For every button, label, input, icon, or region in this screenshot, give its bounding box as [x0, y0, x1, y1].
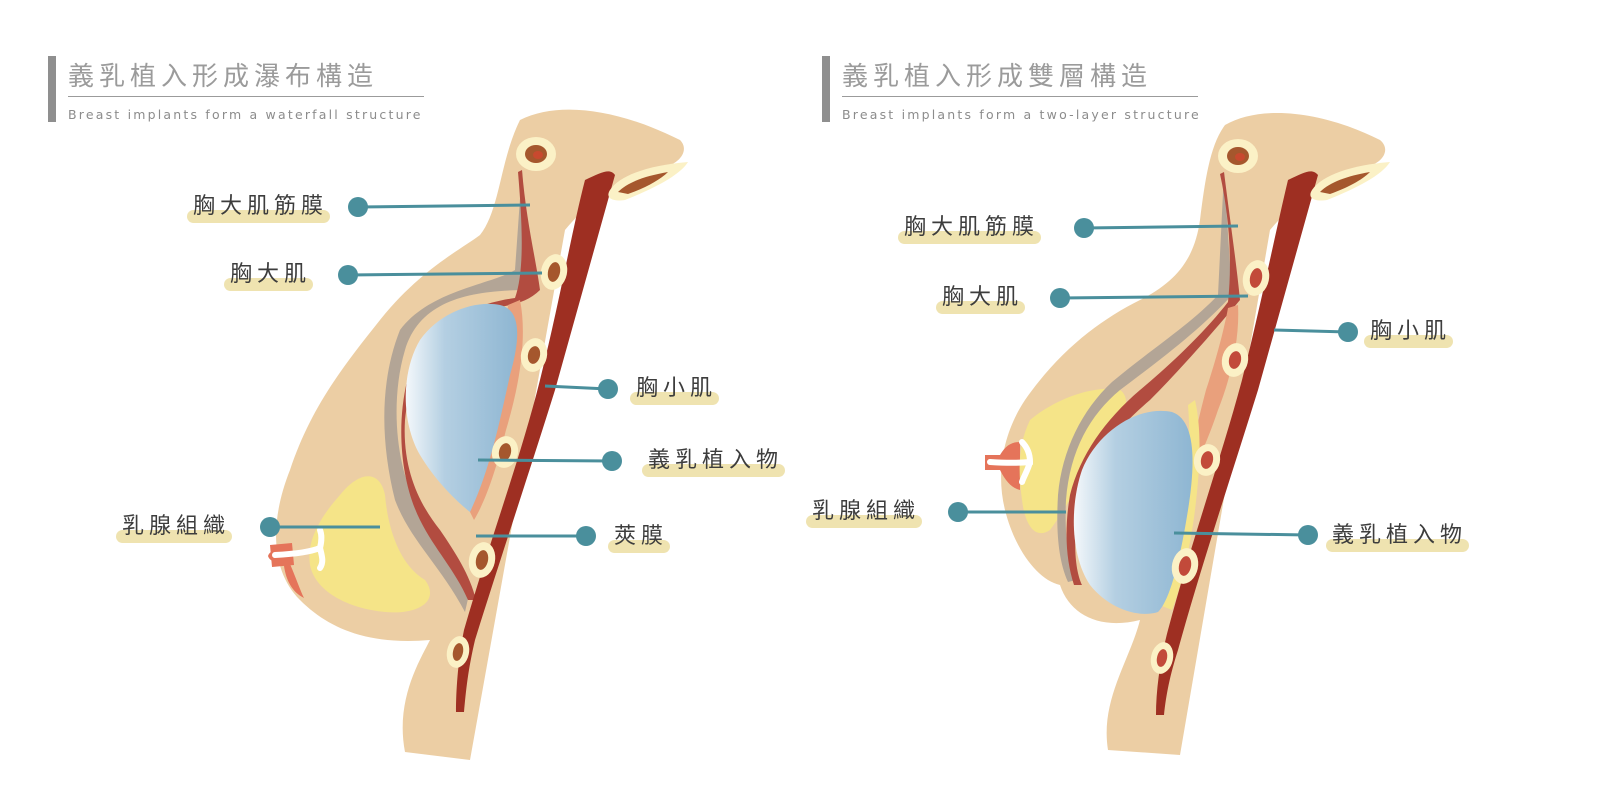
label-pec-fascia: 胸大肌筋膜 — [898, 215, 1042, 244]
rib-marrow — [452, 262, 561, 661]
two-layer-anatomy-illustration — [948, 113, 1390, 755]
label-implant: 義乳植入物 — [1326, 523, 1470, 552]
scapula-marrow — [1320, 172, 1370, 194]
clavicle-core — [1235, 153, 1245, 161]
panel-title-zh: 義乳植入形成雙層構造 — [842, 62, 1153, 92]
label-text: 胸大肌筋膜 — [904, 215, 1040, 240]
waterfall-anatomy-illustration — [260, 109, 688, 760]
nipple — [985, 442, 1020, 490]
rib-marrow — [1156, 268, 1263, 667]
title-accent-bar — [822, 56, 830, 122]
label-pec-fascia: 胸大肌筋膜 — [187, 194, 331, 223]
label-text: 乳腺組織 — [812, 499, 921, 524]
implant — [1073, 410, 1193, 614]
title-divider — [68, 96, 424, 97]
clavicle-core — [533, 151, 543, 159]
label-text: 胸大肌筋膜 — [193, 194, 329, 219]
milk-duct — [272, 527, 326, 571]
panel-title-zh: 義乳植入形成瀑布構造 — [68, 62, 379, 92]
label-gland: 乳腺組織 — [806, 499, 923, 528]
milk-duct — [987, 439, 1034, 485]
label-pec-minor: 胸小肌 — [630, 376, 720, 405]
label-capsule: 莢膜 — [608, 524, 671, 553]
panel-title-en: Breast implants form a waterfall structu… — [68, 107, 423, 122]
label-text: 莢膜 — [614, 524, 669, 549]
label-pec-minor: 胸小肌 — [1364, 319, 1454, 348]
label-text: 胸小肌 — [636, 376, 718, 401]
gland-tissue — [309, 476, 431, 613]
label-pec-major: 胸大肌 — [224, 262, 314, 291]
two-layer-panel: 義乳植入形成雙層構造 Breast implants form a two-la… — [800, 0, 1600, 800]
label-text: 胸大肌 — [942, 285, 1024, 310]
title-divider — [842, 96, 1198, 97]
pointer-lines — [260, 197, 622, 546]
label-pec-major: 胸大肌 — [936, 285, 1026, 314]
pointer-lines — [948, 218, 1358, 545]
label-implant: 義乳植入物 — [642, 448, 786, 477]
label-text: 乳腺組織 — [122, 514, 231, 539]
label-text: 胸小肌 — [1370, 319, 1452, 344]
label-text: 胸大肌 — [230, 262, 312, 287]
label-gland: 乳腺組織 — [116, 514, 233, 543]
scapula-marrow — [618, 172, 668, 194]
title-accent-bar — [48, 56, 56, 122]
label-text: 義乳植入物 — [648, 448, 784, 473]
chest-wall-muscle — [1156, 171, 1318, 715]
panel-title-en: Breast implants form a two-layer structu… — [842, 107, 1201, 122]
chest-wall-muscle — [456, 171, 615, 712]
waterfall-panel: 義乳植入形成瀑布構造 Breast implants form a waterf… — [48, 56, 786, 760]
pec-major — [401, 170, 540, 600]
fascia-layer — [384, 170, 530, 612]
label-text: 義乳植入物 — [1332, 523, 1468, 548]
